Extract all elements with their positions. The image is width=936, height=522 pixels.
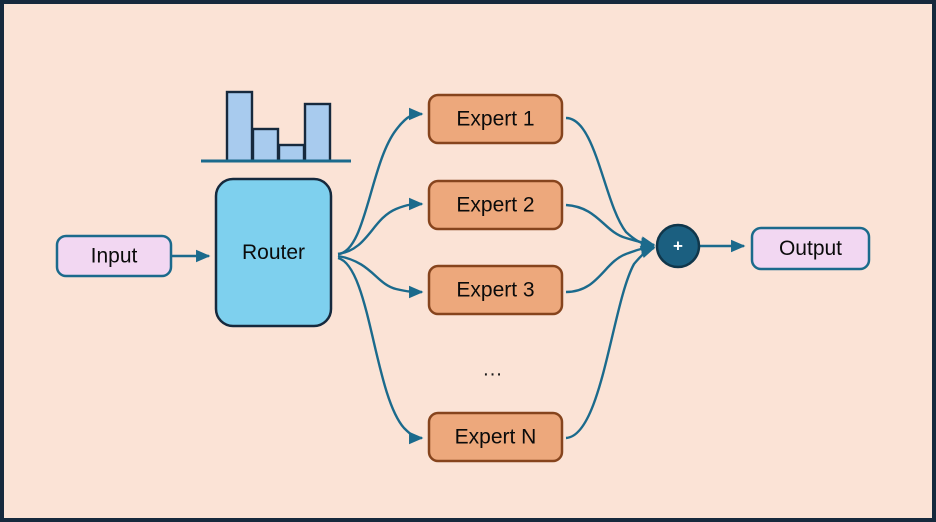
edge-expert-n-to-sum [565,246,656,440]
expert-box[interactable] [427,264,564,316]
edge-router-to-expert-3 [337,254,424,299]
output-box[interactable] [750,226,871,271]
edge-router-to-expert-1 [337,107,424,256]
expert-box[interactable] [427,93,564,145]
node-expert-2[interactable]: Expert 2 [427,179,564,231]
expert-label: Expert 3 [456,279,534,302]
router-box[interactable] [214,177,333,328]
sum-circle[interactable] [655,223,701,269]
node-sum[interactable]: + [655,223,701,269]
input-box[interactable] [55,234,173,278]
edge-router-to-expert-2 [337,197,424,256]
experts-layer: Expert 1 Expert 2 Expert 3 Expert N [427,93,564,463]
edge-expert-1-to-sum [565,116,656,250]
experts-ellipsis: ... [483,358,503,380]
histogram-bar-2 [251,127,280,163]
expert-label: Expert 2 [456,194,534,217]
router-gate-histogram [201,90,351,163]
expert-box[interactable] [427,179,564,231]
input-label: Input [91,245,138,268]
node-output[interactable]: Output [750,226,871,271]
expert-box[interactable] [427,411,564,463]
edge-expert-3-to-sum [565,242,656,294]
expert-label: Expert N [455,426,537,449]
router-label: Router [242,241,305,264]
histogram-bar-1 [225,90,254,163]
histogram-bar-4 [303,102,332,163]
plus-icon: + [673,236,683,255]
output-label: Output [779,237,842,260]
node-expert-3[interactable]: Expert 3 [427,264,564,316]
expert-label: Expert 1 [456,108,534,131]
edge-expert-2-to-sum [565,203,656,249]
edge-router-to-expert-n [337,256,424,445]
node-router[interactable]: Router [214,177,333,328]
edges-layer [171,107,746,445]
node-expert-4[interactable]: Expert N [427,411,564,463]
node-expert-1[interactable]: Expert 1 [427,93,564,145]
node-input[interactable]: Input [55,234,173,278]
histogram-bar-3 [277,143,306,163]
